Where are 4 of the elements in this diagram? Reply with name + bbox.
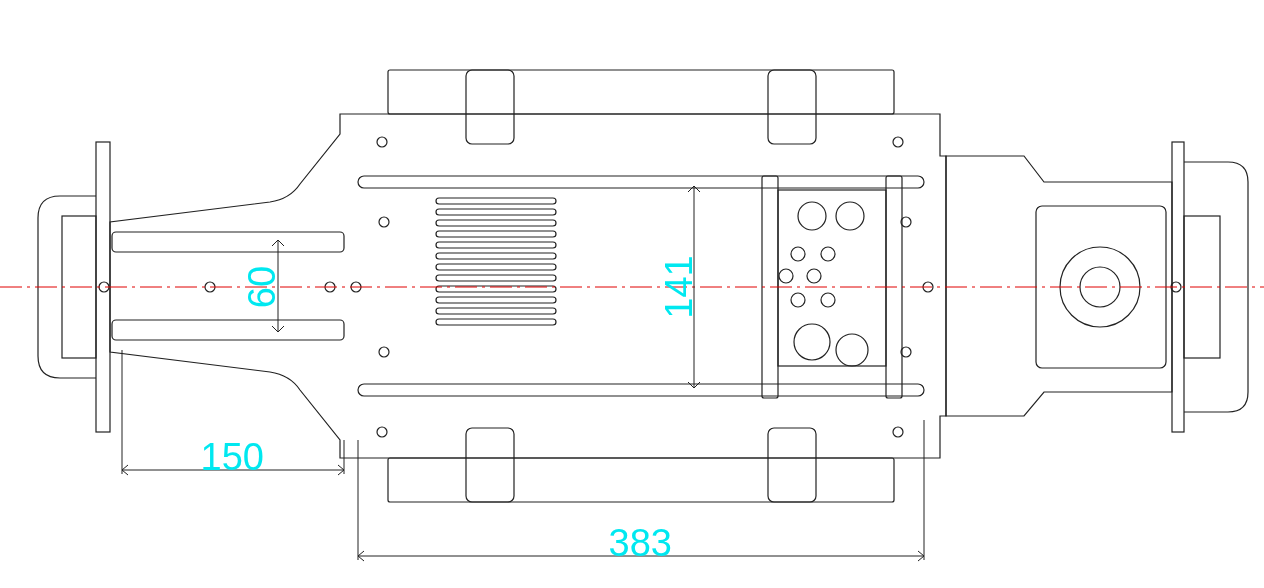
- dimension-label: 60: [243, 265, 282, 309]
- dimension-label: 150: [200, 438, 264, 476]
- dimension-label: 141: [659, 255, 698, 319]
- dimension-label: 383: [608, 524, 672, 562]
